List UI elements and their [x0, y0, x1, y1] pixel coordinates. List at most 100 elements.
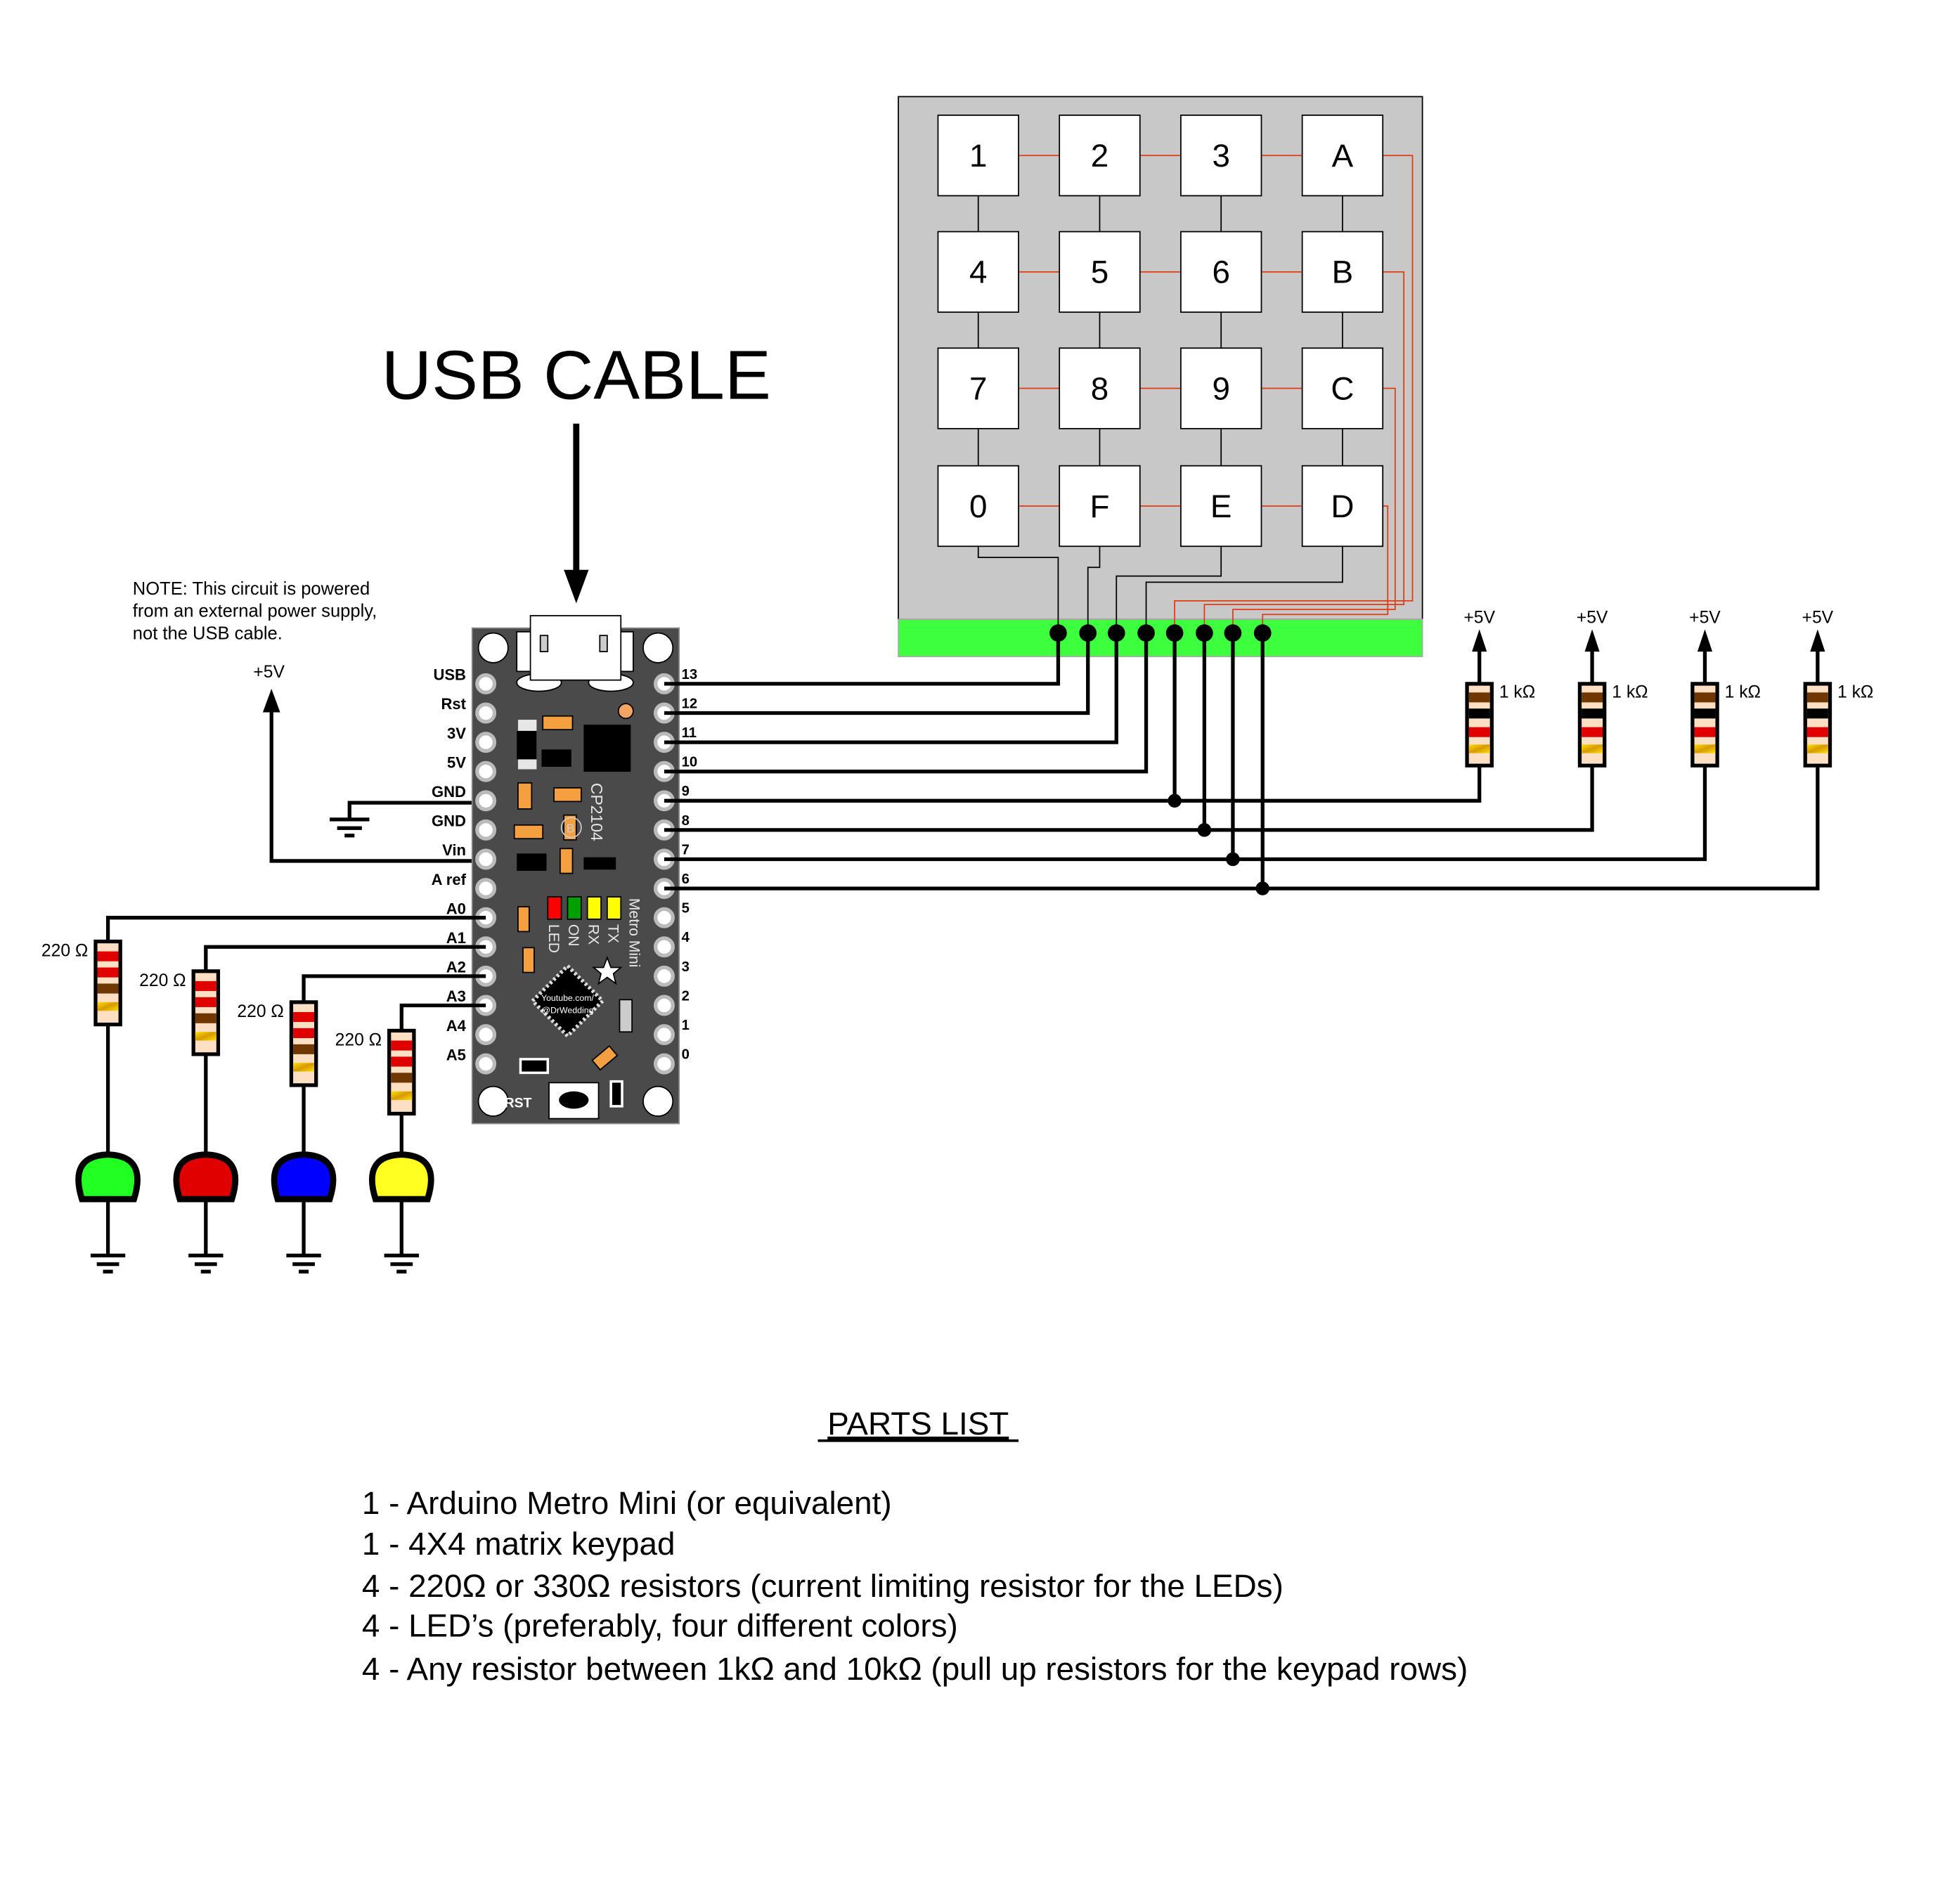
ground-icon: [188, 1253, 224, 1274]
pin-label: A2: [446, 959, 466, 976]
supply-arrow-icon: [1810, 629, 1825, 652]
rx-label: RX: [585, 924, 601, 945]
key-f[interactable]: F: [1059, 465, 1141, 548]
led-circuit-red: 220 Ω: [139, 945, 486, 1274]
metro-mini-board: B CP2104 LED ON RX TX Metro Mini Youtube…: [432, 615, 698, 1125]
key-a[interactable]: A: [1301, 115, 1384, 197]
pin-a4: [475, 1024, 497, 1046]
key-2[interactable]: 2: [1059, 115, 1141, 197]
pin-d0: [653, 1053, 675, 1075]
wire-d9: [664, 765, 1482, 803]
b-logo-icon: B: [567, 821, 575, 835]
pullup-resistor: +5V 1 kΩ: [664, 609, 1761, 862]
pin-label: A ref: [432, 871, 467, 888]
supply-arrow-icon: [1697, 629, 1713, 652]
pin-d2: [653, 995, 675, 1016]
key-b[interactable]: B: [1301, 231, 1384, 313]
pin-label: 3V: [447, 725, 466, 742]
key-label: 8: [1091, 370, 1108, 406]
resistor-value: 220 Ω: [41, 942, 88, 961]
led-circuit-green: 220 Ω: [41, 916, 486, 1274]
supply-label: +5V: [1463, 609, 1495, 628]
pin-d3: [653, 965, 675, 987]
key-c[interactable]: C: [1301, 347, 1384, 429]
pin-label: 11: [682, 725, 697, 741]
pin-label: 6: [682, 872, 690, 887]
pin-label: 7: [682, 842, 690, 857]
pin-label: A4: [446, 1017, 467, 1035]
note-line-1: NOTE: This circuit is powered: [133, 579, 370, 599]
key-6[interactable]: 6: [1180, 231, 1262, 313]
pin-label: Vin: [442, 841, 466, 859]
star-logo-icon: [592, 955, 623, 985]
pin-label: Rst: [441, 695, 466, 713]
key-label: C: [1331, 370, 1354, 406]
usb-arrow-icon: [564, 423, 589, 604]
pullup-resistor: +5V 1 kΩ: [664, 609, 1648, 832]
pin-d5: [653, 907, 675, 928]
tx-label: TX: [605, 924, 621, 943]
wire-d7: [664, 765, 1707, 862]
reset-label: RST: [505, 1096, 532, 1111]
wire-d11: [664, 633, 1118, 744]
key-label: 3: [1212, 138, 1229, 174]
parts-list: PARTS LIST 1 - Arduino Metro Mini (or eq…: [362, 1406, 1468, 1687]
key-8[interactable]: 8: [1059, 347, 1141, 429]
on-label: ON: [565, 924, 581, 947]
resistor-value: 1 kΩ: [1612, 682, 1648, 701]
key-9[interactable]: 9: [1180, 347, 1262, 429]
wire-d13: [664, 633, 1061, 686]
pin-label: 13: [682, 667, 698, 682]
pin-label: USB: [433, 666, 465, 684]
board-ground-icon: [330, 801, 486, 838]
key-4[interactable]: 4: [937, 231, 1019, 313]
wire-a3: [399, 1003, 486, 1031]
pin-label: 3: [682, 959, 690, 975]
led-icon: [271, 1151, 337, 1203]
parts-list-item: 1 - Arduino Metro Mini (or equivalent): [362, 1485, 892, 1521]
pin-rst: [475, 702, 497, 724]
key-0[interactable]: 0: [937, 465, 1019, 548]
usb-cable-title: USB CABLE: [382, 337, 771, 414]
ground-icon: [286, 1253, 321, 1274]
pin-a5: [475, 1053, 497, 1075]
led-icon: [368, 1151, 434, 1203]
logo-text-2: @DrWedding: [541, 1006, 593, 1016]
key-label: A: [1332, 138, 1354, 174]
wire-a2: [302, 974, 486, 1002]
pin-usb: [475, 673, 497, 694]
pin-3v: [475, 732, 497, 753]
key-5[interactable]: 5: [1059, 231, 1141, 313]
pin-label: 10: [682, 755, 698, 770]
resistor-value: 220 Ω: [335, 1031, 382, 1050]
parts-list-item: 4 - Any resistor between 1kΩ and 10kΩ (p…: [362, 1651, 1468, 1687]
parts-list-item: 4 - LED’s (preferably, four different co…: [362, 1607, 958, 1643]
pin-d1: [653, 1024, 675, 1046]
resistor-value: 1 kΩ: [1499, 682, 1535, 701]
wire-d12: [664, 633, 1090, 715]
resistor-value: 220 Ω: [237, 1002, 283, 1021]
key-7[interactable]: 7: [937, 347, 1019, 429]
ground-icon: [384, 1253, 419, 1274]
key-e[interactable]: E: [1180, 465, 1262, 548]
pullup-resistor: +5V 1 kΩ: [664, 609, 1535, 803]
key-3[interactable]: 3: [1180, 115, 1262, 197]
reset-button[interactable]: [548, 1082, 600, 1120]
pin-label: 9: [682, 784, 690, 799]
logo-text-1: Youtube.com/: [541, 993, 595, 1003]
led-label: LED: [545, 924, 562, 953]
key-d[interactable]: D: [1301, 465, 1384, 548]
key-label: 6: [1212, 254, 1229, 290]
wire-a0: [105, 916, 486, 942]
supply-label: +5V: [1802, 609, 1834, 628]
pin-label: 4: [682, 930, 690, 945]
pin-label: 12: [682, 696, 698, 711]
led-icon: [173, 1151, 239, 1203]
pin-label: 8: [682, 813, 690, 829]
resistor-value: 220 Ω: [139, 971, 186, 990]
key-1[interactable]: 1: [937, 115, 1019, 197]
pin-gnd: [475, 790, 497, 812]
pin-label: A1: [446, 929, 466, 947]
